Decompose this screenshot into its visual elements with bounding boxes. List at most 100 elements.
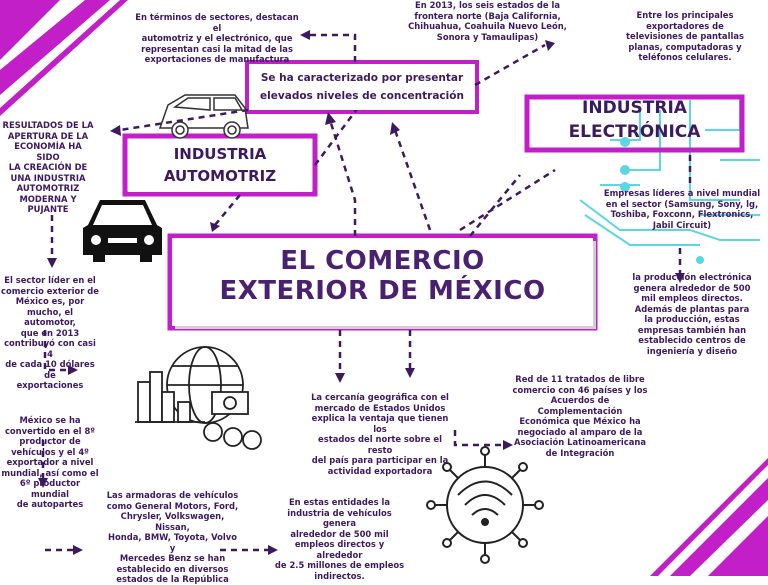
note-line: mucho, el automotor, <box>24 306 76 328</box>
note-exportadores: Entre los principales exportadores de te… <box>615 10 755 63</box>
note-produccion-electronica: la producción electrónica genera alreded… <box>622 272 762 356</box>
corner-stripes-top-left <box>0 0 128 116</box>
note-line: Chihuahua, Coahuila Nuevo León, <box>408 21 567 31</box>
note-line: mercado de Estados Unidos <box>314 402 446 413</box>
note-sector-lider: El sector líder en el comercio exterior … <box>0 275 100 391</box>
concentracion-box: Se ha caracterizado por presentar elevad… <box>250 66 474 110</box>
note-line: empleos directos y alrededor <box>294 539 385 560</box>
note-line: comercio exterior de <box>0 285 99 296</box>
note-line: Asociación Latinoamericana <box>513 437 647 447</box>
note-line: APERTURA DE LA <box>7 130 89 141</box>
note-line: AUTOMOTRIZ <box>16 183 80 193</box>
note-line: mundial, así como el <box>1 467 99 478</box>
note-line: planas, computadoras y <box>628 41 742 52</box>
note-line: PUJANTE <box>27 204 69 214</box>
arrow-heads <box>38 30 685 555</box>
note-line: Las armadoras de vehículos <box>106 490 239 500</box>
note-entidades: En estas entidades la industria de vehíc… <box>272 497 407 581</box>
note-estados: En 2013, los seis estados de la frontera… <box>400 0 575 42</box>
note-line: Económica que México ha <box>519 416 641 426</box>
note-line: En estas entidades la <box>288 497 391 507</box>
note-line: En 2013, los seis estados de la <box>414 0 561 10</box>
note-line: Chrysler, Volkswagen, Nissan, <box>120 511 225 532</box>
note-line: MODERNA Y <box>19 193 77 204</box>
note-line: comercio con 46 países y los <box>512 384 648 395</box>
electronica-frame <box>524 94 745 153</box>
note-line: la producción electrónica <box>632 272 752 282</box>
note-line: establecido en diversos <box>116 563 229 574</box>
note-line: teléfonos celulares. <box>638 52 732 62</box>
concentracion-frame <box>245 60 479 114</box>
note-line: La cercanía geográfica con el <box>311 392 449 402</box>
note-line: México se ha <box>19 415 81 425</box>
note-line: Entre los principales <box>636 10 734 20</box>
note-line: de 2.5 millones de empleos <box>274 560 405 570</box>
main-title-frame <box>167 233 598 331</box>
automotriz-box: INDUSTRIA AUTOMOTRIZ <box>128 140 312 192</box>
trade-globe-icon <box>135 346 262 450</box>
note-line: Además de plantas para <box>634 303 750 314</box>
note-resultados: RESULTADOS DE LA APERTURA DE LA ECONOMÍA… <box>2 120 94 215</box>
note-line: Honda, BMW, Toyota, Volvo y <box>107 532 237 553</box>
car-icon <box>83 200 162 262</box>
note-line: Red de 11 tratados de libre <box>515 374 645 384</box>
corner-stripes-bottom-right <box>650 458 768 576</box>
note-line: productor de <box>19 436 81 446</box>
network-icon <box>426 446 544 564</box>
note-line: de autopartes <box>16 499 84 509</box>
note-line: Empresas líderes a nivel mundial <box>603 188 761 198</box>
note-line: negociado al amparo de la <box>517 426 643 437</box>
note-line: de Integración <box>545 447 615 458</box>
note-line: automotriz y el electrónico, que <box>141 33 293 43</box>
note-line: genera alrededor de 500 <box>633 282 751 293</box>
main-title-line1: EL COMERCIO <box>280 246 485 276</box>
electronica-box: INDUSTRIA ELECTRÓNICA <box>530 98 739 148</box>
note-empresas-lideres: Empresas líderes a nivel mundial en el s… <box>598 188 766 230</box>
note-line: frontera norte (Baja California, <box>414 10 561 21</box>
note-line: alrededor de 500 mil <box>290 528 389 539</box>
note-tratados: Red de 11 tratados de libre comercio con… <box>505 374 655 458</box>
note-line: ingeniería y diseño <box>646 345 738 356</box>
note-line: estados del norte sobre el resto <box>318 434 442 455</box>
note-line: Mercedes Benz se han <box>119 553 226 563</box>
concentracion-line1: Se ha caracterizado por presentar <box>260 72 464 84</box>
note-line: exportaciones <box>16 380 84 390</box>
note-line: LA CREACIÓN DE <box>8 162 88 172</box>
note-cercania: La cercanía geográfica con el mercado de… <box>305 392 455 476</box>
note-line: Acuerdos de <box>550 395 610 405</box>
automotriz-line1: INDUSTRIA <box>173 145 267 163</box>
note-line: contribuyó con casi 4 <box>4 338 96 359</box>
note-line: en el sector (Samsung, Sony, lg, <box>605 198 759 209</box>
note-line: como General Motors, Ford, <box>106 500 239 511</box>
electronica-line2: ELECTRÓNICA <box>568 122 701 142</box>
note-line: exportaciones de manufactura <box>144 54 290 64</box>
note-line: UNA INDUSTRIA <box>10 172 86 183</box>
note-line: exportadores de <box>646 20 724 31</box>
electronica-line1: INDUSTRIA <box>582 98 687 118</box>
note-line: Complementación <box>537 405 623 416</box>
note-line: industria de vehículos genera <box>287 507 392 529</box>
note-line: RESULTADOS DE LA <box>2 120 94 130</box>
main-title-box: EL COMERCIO EXTERIOR DE MÉXICO <box>172 238 593 326</box>
note-line: Sonora y Tamaulipas) <box>436 31 539 42</box>
note-line: exportador a nivel <box>6 457 94 467</box>
note-line: El sector líder en el <box>4 275 96 285</box>
note-line: establecido centros de <box>638 335 746 345</box>
note-line: del país para participar en la <box>311 455 449 465</box>
note-line: Jabil Circuit) <box>652 219 712 230</box>
note-line: En términos de sectores, destacan el <box>135 12 299 33</box>
note-line: explica la ventaja que tienen los <box>311 413 449 434</box>
note-line: convertido en el 8º <box>4 425 96 436</box>
note-armadoras: Las armadoras de vehículos como General … <box>105 490 240 585</box>
automotriz-line2: AUTOMOTRIZ <box>163 167 277 185</box>
note-line: que en 2013 <box>20 327 80 338</box>
note-line: empresas también han <box>637 324 747 335</box>
note-line: México es, por <box>15 296 85 306</box>
note-line: mil empleos directos. <box>641 293 743 303</box>
main-title-line2: EXTERIOR DE MÉXICO <box>219 276 546 306</box>
note-line: 6º productor mundial <box>19 478 81 499</box>
suv-icon <box>158 94 249 139</box>
concentracion-line2: elevados niveles de concentración <box>260 90 464 102</box>
connectors <box>41 33 692 552</box>
note-sectores: En términos de sectores, destacan el aut… <box>132 12 302 65</box>
